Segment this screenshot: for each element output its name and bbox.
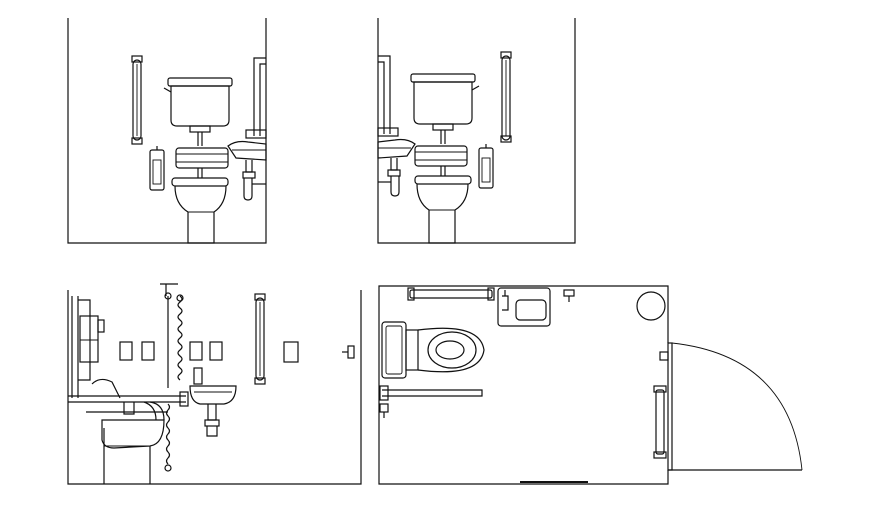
wall-tile <box>209 341 223 361</box>
washbasin-elevation <box>377 138 416 197</box>
wall-tile <box>189 341 203 361</box>
washbasin-plan <box>497 287 551 327</box>
horizontal-grab-rail <box>414 145 468 167</box>
panel-elevation-right <box>377 18 576 244</box>
toilet-roll-holder <box>478 144 494 189</box>
side-cistern <box>71 296 105 398</box>
cistern <box>410 73 480 131</box>
folding-grab-rail <box>377 55 399 137</box>
door-swing <box>659 342 803 471</box>
wall-tile <box>119 341 133 361</box>
panel-floor-plan <box>378 285 803 485</box>
toilet-roll-holder <box>149 146 165 191</box>
door-handle <box>342 345 355 359</box>
toilet-pan-side <box>101 419 165 484</box>
panel-side-elevation <box>67 283 362 485</box>
washbasin-side <box>189 367 237 437</box>
vertical-grab-bar <box>254 293 266 385</box>
room-outline <box>67 18 267 244</box>
pull-cord-zigzag <box>176 294 184 381</box>
room-outline <box>378 285 669 485</box>
toilet-pan-elevation <box>414 166 472 244</box>
tap-fixture <box>563 289 575 302</box>
door-grab-rail <box>653 385 667 459</box>
emergency-pull-cord <box>160 283 178 472</box>
washbasin-elevation <box>227 140 267 201</box>
wall-tile <box>141 341 155 361</box>
room-outline <box>67 290 362 485</box>
wall-grab-rail-plan <box>407 287 495 301</box>
wall-tile <box>283 341 299 363</box>
waste-bin <box>636 291 666 321</box>
vertical-grab-bar <box>131 55 143 145</box>
toilet-pan-elevation <box>171 168 229 244</box>
vertical-grab-bar <box>500 51 512 143</box>
folding-support-arm <box>86 378 168 421</box>
folding-grab-rail <box>245 57 267 139</box>
horizontal-grab-rail <box>175 147 229 169</box>
panel-elevation-left <box>67 18 267 244</box>
toilet-plan <box>381 321 485 379</box>
folding-rail-plan <box>379 385 483 418</box>
cistern <box>163 77 233 133</box>
